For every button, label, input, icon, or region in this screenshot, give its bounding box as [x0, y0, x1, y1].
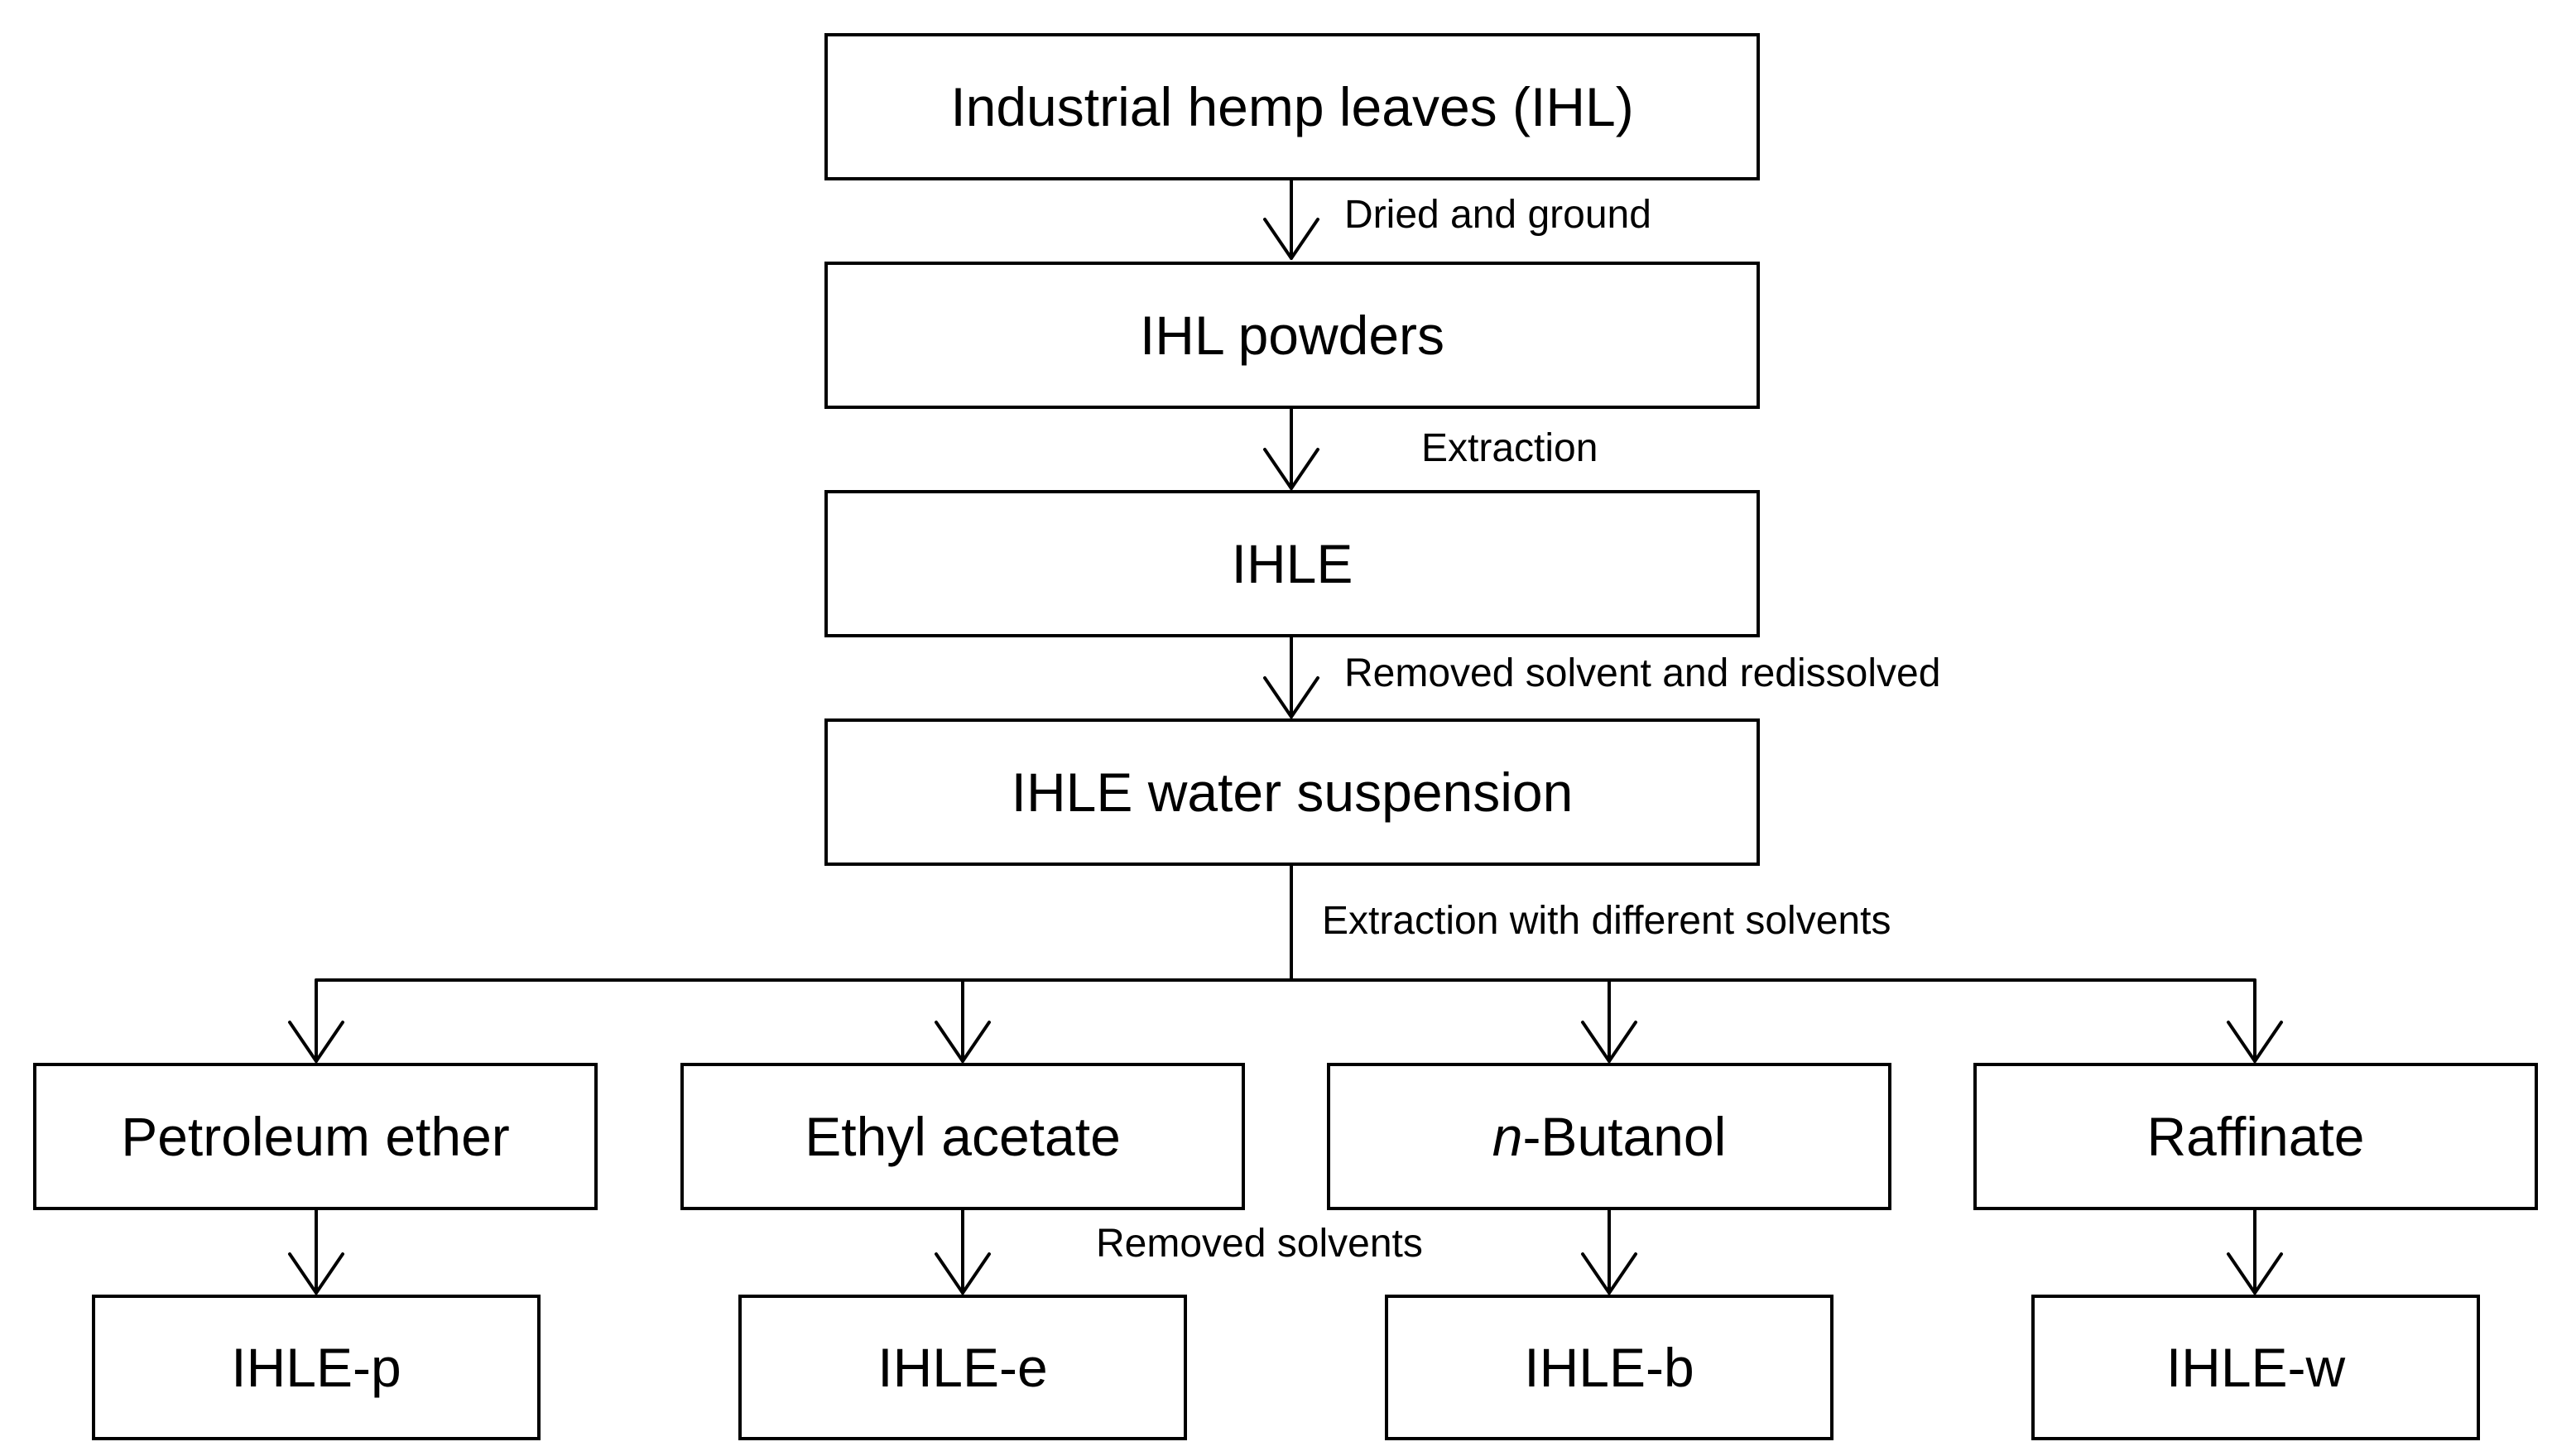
box-ihle: IHLE	[824, 490, 1760, 637]
arrowhead-ihl-to-powders	[1263, 218, 1319, 260]
box-ihle-e: IHLE-e	[738, 1295, 1187, 1440]
box-label: Raffinate	[2146, 1106, 2365, 1167]
arrowhead-ethyl-to-e	[935, 1252, 991, 1295]
step-extraction-different-solvents: Extraction with different solvents	[1322, 899, 1891, 943]
butanol-prefix: n	[1492, 1106, 1523, 1167]
box-label: Industrial hemp leaves (IHL)	[950, 76, 1634, 137]
butanol-rest: -Butanol	[1522, 1106, 1727, 1167]
box-ihle-p: IHLE-p	[92, 1295, 541, 1440]
box-label: IHLE-w	[2165, 1337, 2346, 1398]
box-ihle-water-suspension: IHLE water suspension	[824, 718, 1760, 866]
arrowhead-petroleum-to-p	[288, 1252, 344, 1295]
arrowhead-to-raffinate	[2227, 1021, 2283, 1063]
box-label: IHLE-p	[231, 1337, 401, 1398]
arrowhead-powders-to-ihle	[1263, 448, 1319, 490]
box-label: IHLE-e	[877, 1337, 1048, 1398]
box-label: Petroleum ether	[121, 1106, 510, 1167]
arrowhead-ihle-to-suspension	[1263, 676, 1319, 718]
step-dried-and-ground: Dried and ground	[1344, 193, 1651, 237]
arrowhead-to-ethyl	[935, 1021, 991, 1063]
box-ihle-w: IHLE-w	[2031, 1295, 2480, 1440]
box-raffinate: Raffinate	[1973, 1063, 2538, 1210]
box-ihl-powders: IHL powders	[824, 262, 1760, 409]
box-industrial-hemp-leaves: Industrial hemp leaves (IHL)	[824, 33, 1760, 180]
arrowhead-to-butanol	[1581, 1021, 1637, 1063]
step-extraction: Extraction	[1421, 426, 1598, 470]
arrowhead-raffinate-to-w	[2227, 1252, 2283, 1295]
arrowhead-to-petroleum	[288, 1021, 344, 1063]
box-n-butanol: n-Butanol	[1327, 1063, 1891, 1210]
arrowhead-butanol-to-b	[1581, 1252, 1637, 1295]
box-label: IHL powders	[1139, 305, 1445, 366]
box-petroleum-ether: Petroleum ether	[33, 1063, 598, 1210]
box-label: Ethyl acetate	[805, 1106, 1121, 1167]
box-label: IHLE	[1231, 533, 1353, 594]
box-ihle-b: IHLE-b	[1385, 1295, 1833, 1440]
box-label: n-Butanol	[1492, 1105, 1727, 1168]
box-label: IHLE water suspension	[1011, 762, 1574, 823]
box-label: IHLE-b	[1524, 1337, 1694, 1398]
box-ethyl-acetate: Ethyl acetate	[680, 1063, 1245, 1210]
step-removed-solvent-redissolved: Removed solvent and redissolved	[1344, 651, 1941, 695]
step-removed-solvents: Removed solvents	[1096, 1222, 1423, 1266]
